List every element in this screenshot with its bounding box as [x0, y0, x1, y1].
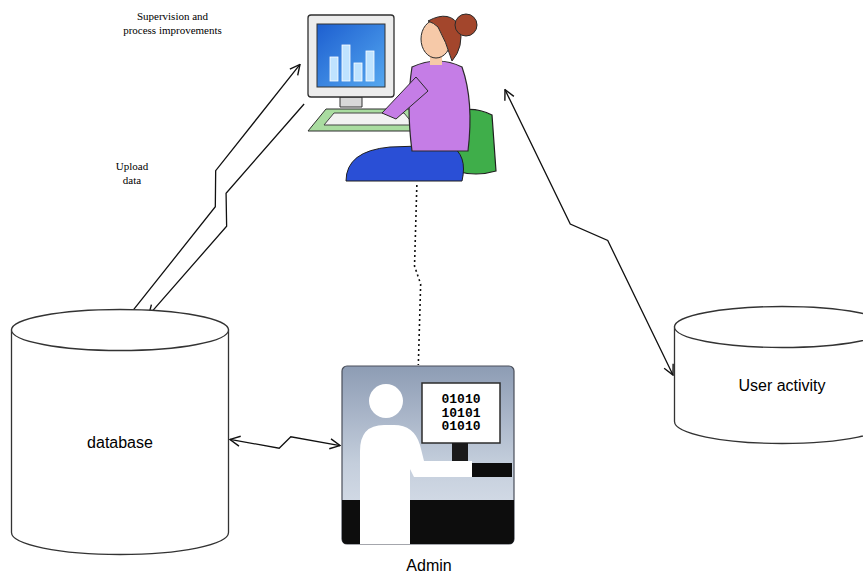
binary-readout: 01010 10101 01010 — [441, 393, 480, 434]
admin-icon-outline — [340, 365, 518, 577]
label-holder: Supervision and process improvements — [120, 10, 225, 38]
edge-label: Supervision and process improvements — [120, 10, 225, 38]
node-label: Admin — [340, 556, 518, 575]
admin-database-arrow — [230, 437, 340, 448]
admin-icon: 01010 10101 01010Admin — [340, 365, 518, 577]
supervision-arrow — [149, 104, 305, 315]
activity-cylinder: User activity — [673, 305, 863, 445]
database-cylinder-outline — [10, 308, 230, 556]
database-cylinder: database — [10, 308, 230, 556]
text-holder: 01010 10101 01010 — [422, 393, 500, 434]
node-label: database — [10, 433, 230, 452]
operator-figure-outline — [300, 5, 505, 185]
activity-arrow — [505, 90, 673, 375]
operator-figure — [300, 5, 505, 185]
text-holder: Admin — [340, 556, 518, 575]
dotted-link — [415, 185, 421, 365]
upload-arrow — [131, 64, 300, 313]
cylinder-top — [675, 307, 863, 348]
text-holder: User activity — [673, 376, 863, 395]
cylinder-top — [12, 310, 229, 351]
operator-illustration — [308, 14, 496, 181]
admin-illustration — [342, 366, 514, 544]
label-holder: Upload data — [110, 160, 154, 188]
node-label: User activity — [673, 376, 863, 395]
text-holder: database — [10, 433, 230, 452]
activity-cylinder-outline — [673, 305, 863, 445]
edge-label: Upload data — [110, 160, 154, 188]
